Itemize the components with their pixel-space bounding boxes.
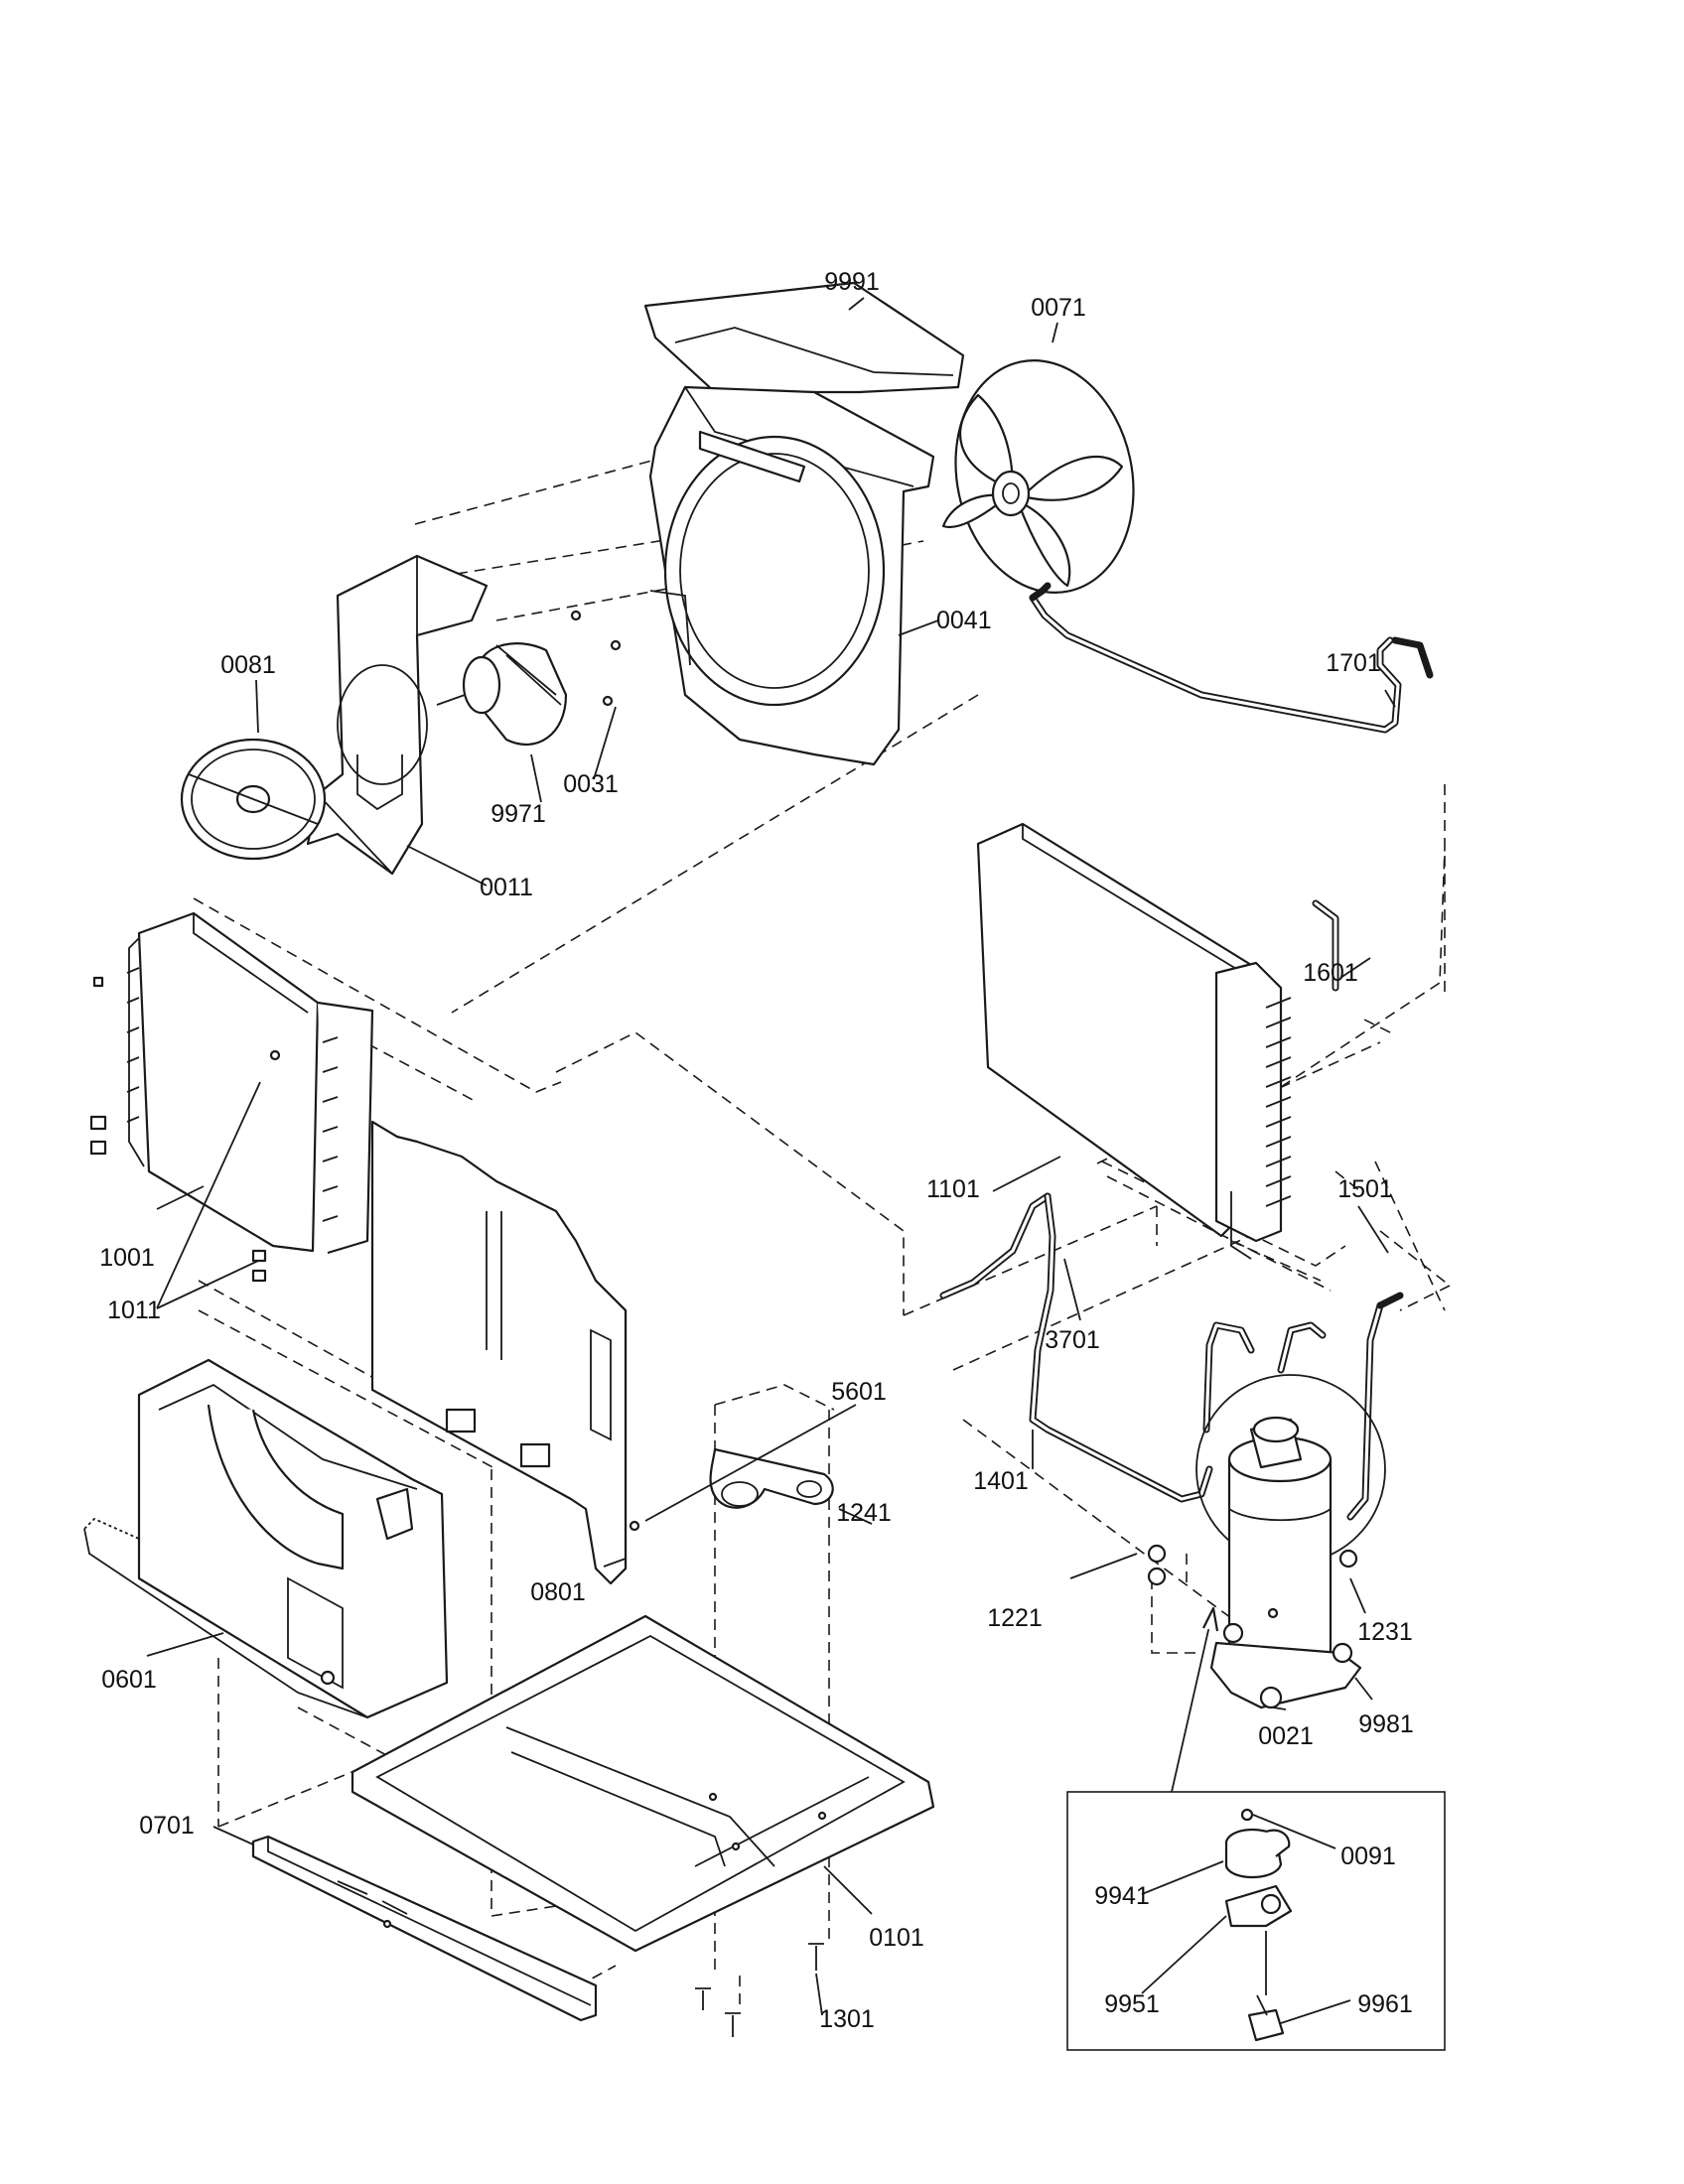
- callout-0601: 0601: [101, 1666, 157, 1694]
- callout-1601: 1601: [1303, 959, 1358, 987]
- callout-1101: 1101: [926, 1175, 980, 1203]
- callout-1001: 1001: [99, 1244, 155, 1272]
- callout-9991: 9991: [824, 268, 880, 296]
- overload-detail-inset: [1066, 1606, 1446, 2051]
- callout-0071: 0071: [1031, 294, 1086, 322]
- front-rail: [251, 1835, 598, 2022]
- callout-1501: 1501: [1337, 1175, 1393, 1203]
- callout-1231: 1231: [1357, 1618, 1413, 1646]
- callout-0031: 0031: [563, 770, 619, 798]
- callout-5601: 5601: [831, 1378, 887, 1406]
- base-pan: [351, 1614, 935, 1953]
- callout-0081: 0081: [220, 651, 276, 679]
- callout-1701: 1701: [1326, 649, 1381, 677]
- motor-mount-bracket: [306, 554, 489, 876]
- callout-1011: 1011: [107, 1297, 161, 1324]
- callout-0021: 0021: [1258, 1722, 1314, 1750]
- callout-1401: 1401: [973, 1467, 1029, 1495]
- blower-wheel: [180, 738, 327, 861]
- callout-1221: 1221: [987, 1604, 1043, 1632]
- callout-0701: 0701: [139, 1812, 195, 1840]
- callout-1301: 1301: [819, 2005, 875, 2033]
- condenser-fan-blade: [941, 359, 1135, 594]
- callout-leader-lines: [146, 297, 1396, 2024]
- callout-9981: 9981: [1358, 1710, 1414, 1738]
- callout-9961: 9961: [1357, 1990, 1413, 2018]
- callout-0091: 0091: [1340, 1843, 1396, 1870]
- fan-shroud-bulkhead: [648, 385, 935, 766]
- callout-3701: 3701: [1045, 1326, 1100, 1354]
- screws-1301: [695, 1943, 824, 2037]
- callout-9951: 9951: [1104, 1990, 1160, 2018]
- callout-0041: 0041: [936, 607, 992, 634]
- callout-9941: 9941: [1094, 1882, 1150, 1910]
- callout-1241: 1241: [836, 1499, 892, 1527]
- callout-9971: 9971: [491, 800, 546, 828]
- fan-motor: [436, 610, 622, 746]
- compressor: [1147, 1374, 1386, 1709]
- evaporator-drain-pan: [83, 1358, 449, 1719]
- callout-labels: 9991 0071 0041 0081 0031 9971 0011 1701 …: [99, 268, 1414, 2033]
- evaporator-coil: [89, 911, 374, 1283]
- callout-0011: 0011: [480, 874, 533, 901]
- condenser-coil: [976, 822, 1292, 1260]
- top-shroud-panel: [643, 281, 965, 394]
- refrigerant-tubing: [939, 582, 1434, 1521]
- drain-grommet-bracket: [709, 1447, 834, 1509]
- partition-panel: [370, 1120, 640, 1585]
- callout-0801: 0801: [530, 1578, 586, 1606]
- callout-0101: 0101: [869, 1924, 924, 1952]
